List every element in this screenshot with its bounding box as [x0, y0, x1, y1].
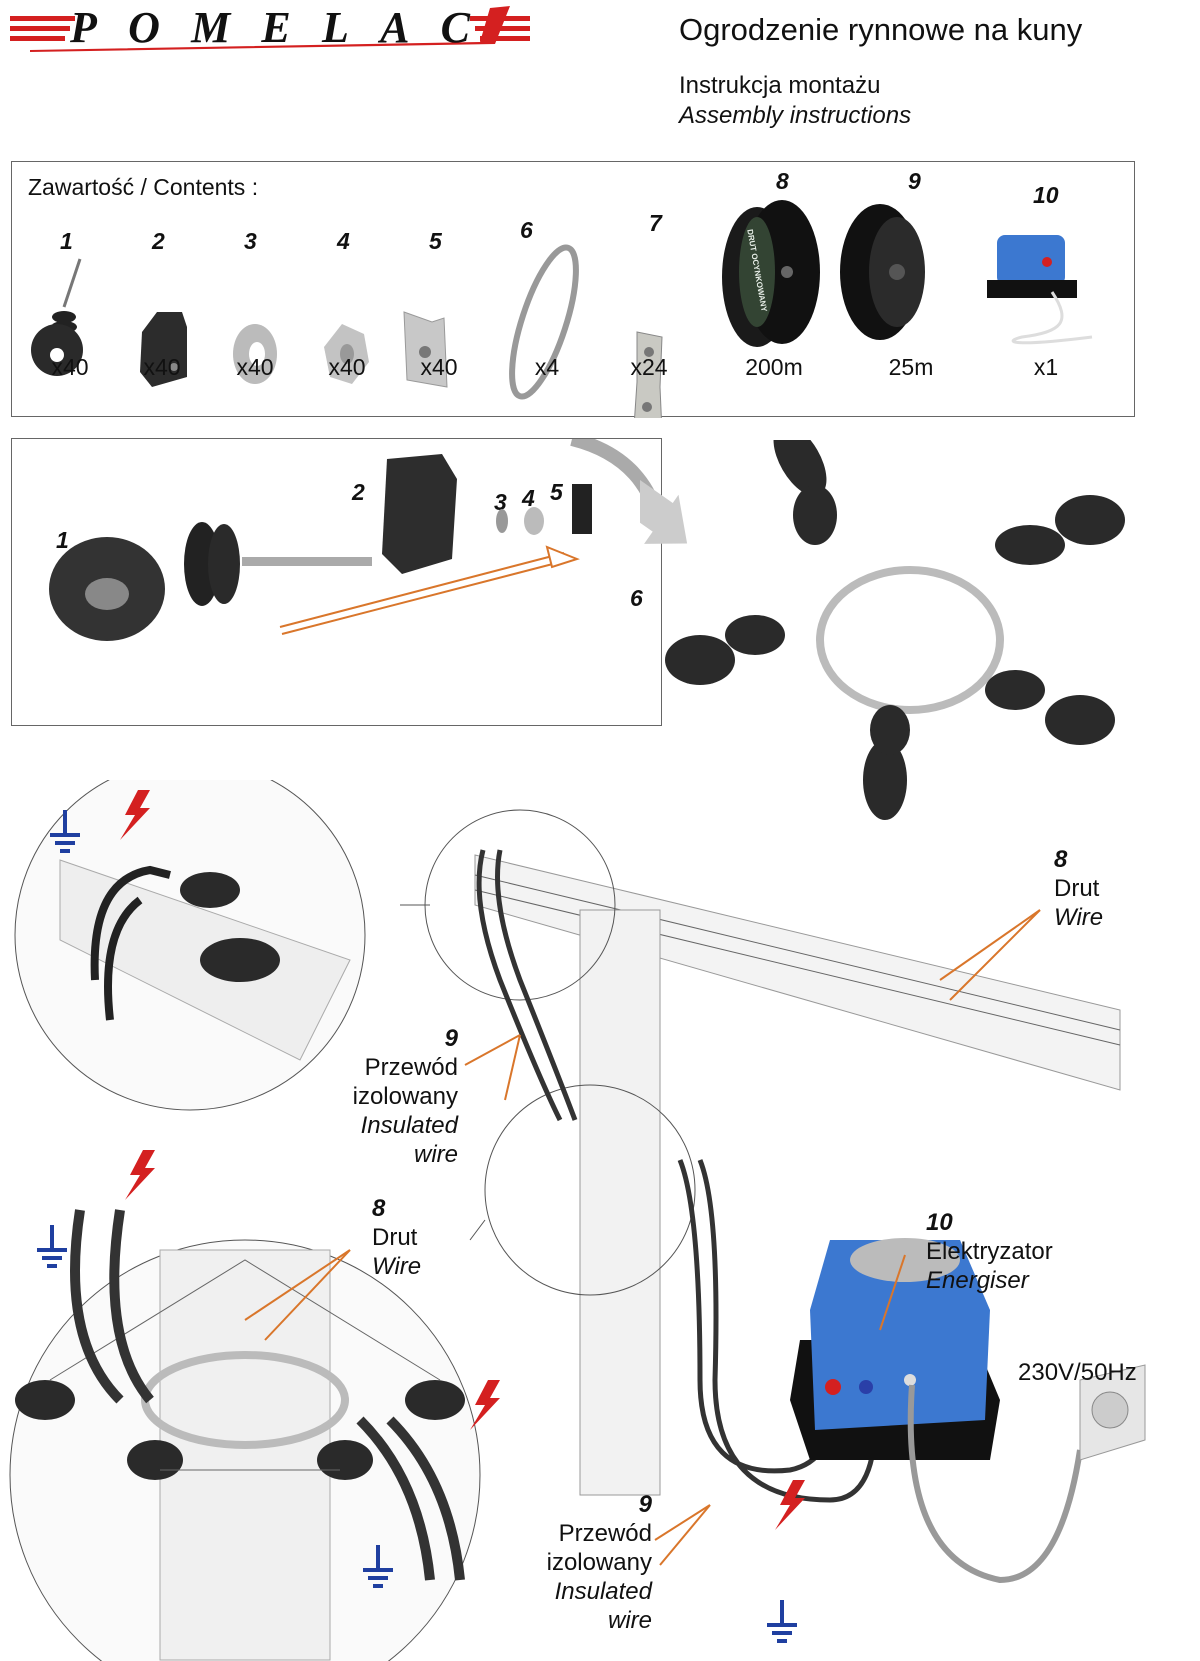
insulated-wire-reel-icon [840, 204, 925, 340]
item-quantity: x24 [630, 354, 668, 380]
part-number: 6 [630, 585, 643, 611]
item-number: 1 [60, 228, 73, 254]
contents-box: Zawartość / Contents : 1 2 3 4 5 6 7 8 9… [11, 161, 1135, 418]
part-number: 1 [56, 527, 69, 553]
item-quantity: x4 [534, 354, 560, 380]
item-number: 4 [337, 228, 350, 254]
washer-icon [233, 324, 277, 384]
subtitle-en: Assembly instructions [679, 102, 912, 129]
item-number: 10 [1033, 182, 1059, 208]
nut-icon [324, 324, 369, 384]
item-number: 6 [520, 217, 533, 243]
item-quantity: 200m [745, 354, 803, 380]
item-number: 7 [649, 210, 662, 236]
installation-diagram [9, 780, 1146, 1661]
clip-icon [403, 311, 448, 388]
item-number: 5 [429, 228, 442, 254]
clamp-icon [509, 244, 579, 400]
item-quantity: 25m [888, 354, 934, 380]
item-quantity: x40 [328, 354, 366, 380]
part-number: 3 [494, 489, 507, 515]
connector-icon [634, 331, 663, 418]
power-label: 230V/50Hz [1018, 1359, 1137, 1386]
part-number: 4 [522, 485, 535, 511]
mounted-ring-illustration [640, 440, 1125, 820]
energiser-icon [987, 235, 1093, 345]
item-number: 3 [244, 228, 257, 254]
item-number: 9 [908, 168, 921, 194]
insulator-icon [31, 258, 83, 376]
pomelac-logo: POMELAC [10, 4, 530, 52]
wire-reel-icon [722, 200, 820, 347]
page-title: Ogrodzenie rynnowe na kuny [679, 12, 1083, 47]
ground-icon [37, 810, 797, 1643]
part-number: 5 [550, 479, 563, 505]
item-quantity: x40 [420, 354, 458, 380]
assembly-box: 1 2 3 4 5 6 [11, 438, 663, 726]
svg-text:POMELAC: POMELAC [69, 4, 471, 52]
item-quantity: x40 [236, 354, 274, 380]
subtitle-pl: Instrukcja montażu [679, 72, 881, 99]
bracket-icon [140, 312, 187, 387]
lightning-icon [120, 790, 805, 1530]
item-number: 2 [152, 228, 165, 254]
item-quantity: x40 [143, 354, 181, 380]
item-quantity: x40 [51, 354, 89, 380]
item-quantity: x1 [1033, 354, 1059, 380]
exploded-assembly-illustration [49, 439, 663, 641]
part-number: 2 [352, 479, 365, 505]
contents-illustrations [31, 200, 1093, 418]
contents-label: Zawartość / Contents : [28, 174, 259, 200]
item-number: 8 [776, 168, 789, 194]
